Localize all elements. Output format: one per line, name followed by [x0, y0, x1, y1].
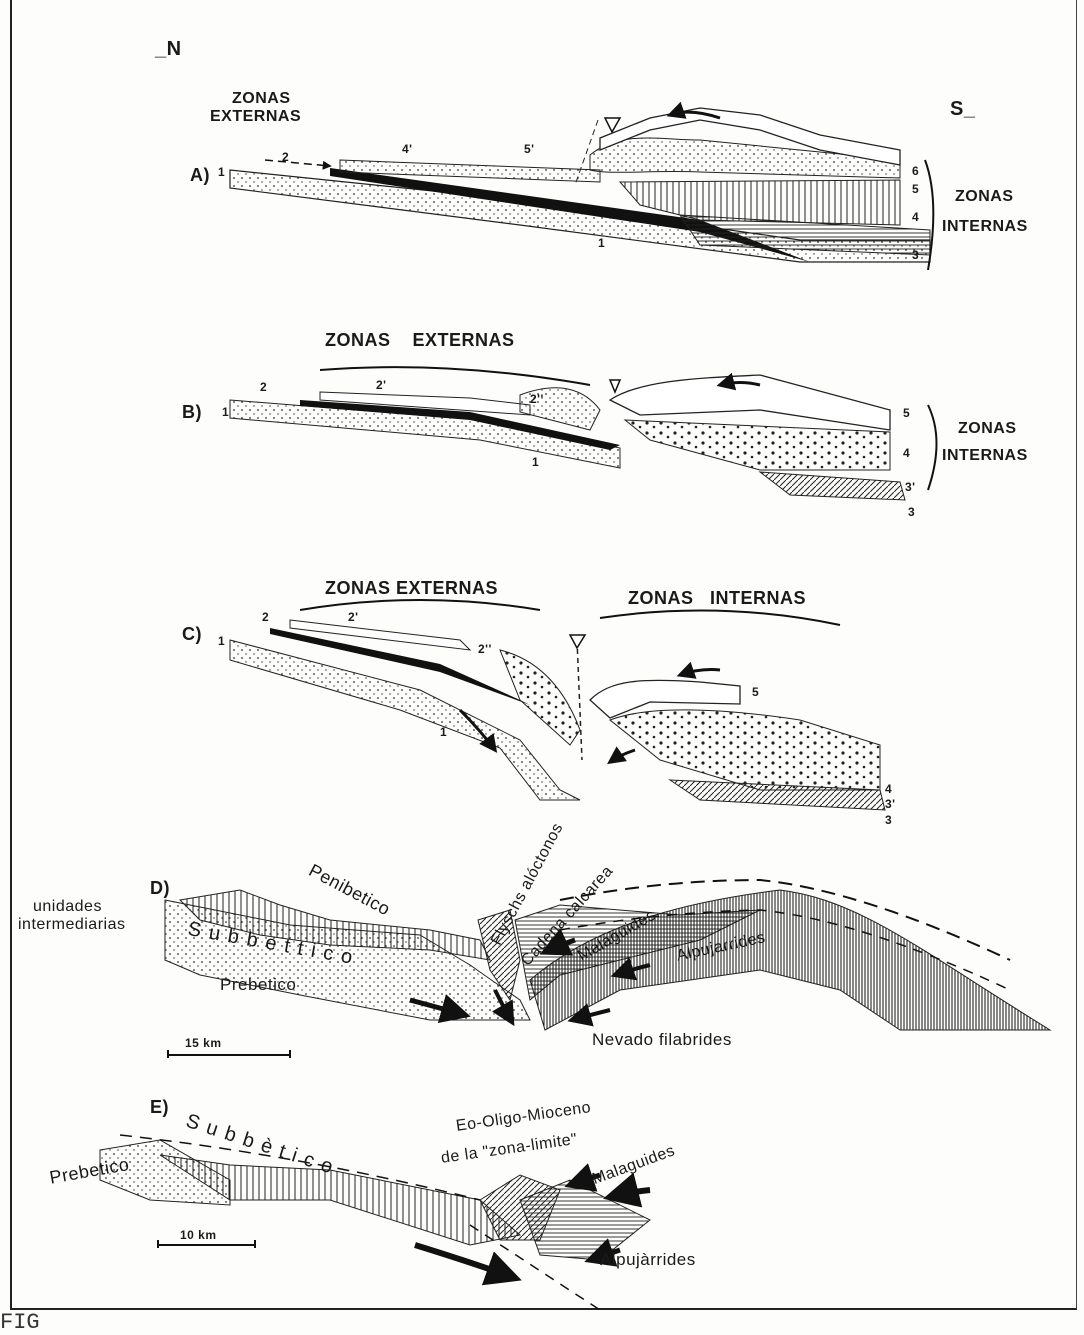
panel-a-internas-2: INTERNAS [942, 218, 1028, 236]
panel-c-unit-2p: 2' [348, 610, 359, 624]
panel-a-section [230, 108, 933, 270]
panel-a-unit-1b: 1 [598, 236, 605, 250]
panel-b-unit-1: 1 [222, 405, 229, 419]
panel-c-unit-3: 3 [885, 813, 892, 827]
panel-e-letter: E) [150, 1097, 169, 1118]
panel-c-unit-1b: 1 [440, 725, 447, 739]
panel-a-unit-6: 6 [912, 164, 919, 178]
panel-d-scale: 15 km [185, 1036, 222, 1050]
panel-b-unit-1b: 1 [532, 455, 539, 469]
panel-a-unit-4p: 4' [402, 142, 413, 156]
panel-c-unit-2: 2 [262, 610, 269, 624]
panel-a-externas-2: EXTERNAS [210, 108, 301, 126]
panel-d-intermediarias: intermediarias [18, 916, 125, 934]
panel-d-unidades: unidades [33, 898, 102, 916]
figure-caption: FIG [0, 1310, 40, 1335]
panel-c-unit-5: 5 [752, 685, 759, 699]
panel-a-unit-5p: 5' [524, 142, 535, 156]
panel-a-internas-1: ZONAS [955, 188, 1014, 206]
panel-a-unit-2: 2 [282, 150, 289, 164]
panel-a-externas-1: ZONAS [232, 90, 291, 108]
panel-c-internas: ZONAS INTERNAS [628, 588, 806, 609]
panel-e-scale: 10 km [180, 1228, 217, 1242]
panel-b-unit-2p: 2' [376, 378, 387, 392]
panel-c-unit-1: 1 [218, 634, 225, 648]
panel-c-unit-4: 4 [885, 782, 892, 796]
panel-b-unit-5: 5 [903, 406, 910, 420]
panel-c-externas: ZONAS EXTERNAS [325, 578, 498, 599]
panel-b-externas: ZONAS EXTERNAS [325, 330, 515, 351]
panel-c-letter: C) [182, 624, 202, 645]
panel-c-section [230, 600, 885, 810]
panel-b-unit-4: 4 [903, 446, 910, 460]
panel-e-section [100, 1135, 650, 1310]
panel-a-unit-3: 3 [912, 248, 919, 262]
panel-d-letter: D) [150, 878, 170, 899]
panel-a-unit-1: 1 [218, 165, 225, 179]
panel-a-letter: A) [190, 165, 210, 186]
panel-b-unit-3: 3 [908, 505, 915, 519]
south-label: S_ [950, 98, 975, 121]
north-label: _N [155, 38, 182, 61]
panel-d-nevado: Nevado filabrides [592, 1030, 732, 1050]
panel-a-unit-4: 4 [912, 210, 919, 224]
panel-b-unit-3p: 3' [905, 480, 916, 494]
panel-b-unit-2: 2 [260, 380, 267, 394]
panel-b-internas-2: INTERNAS [942, 447, 1028, 465]
panel-a-unit-5: 5 [912, 182, 919, 196]
panel-c-unit-3p: 3' [885, 797, 896, 811]
panel-e-alpujarrides: Alpujàrrides [600, 1250, 696, 1270]
panel-b-internas-1: ZONAS [958, 420, 1017, 438]
panel-c-unit-2pp: 2'' [478, 642, 492, 656]
panel-d-prebetico: Prebetico [220, 975, 296, 995]
panel-b-unit-2pp: 2'' [530, 392, 544, 406]
panel-b-section [230, 367, 937, 500]
panel-b-letter: B) [182, 402, 202, 423]
